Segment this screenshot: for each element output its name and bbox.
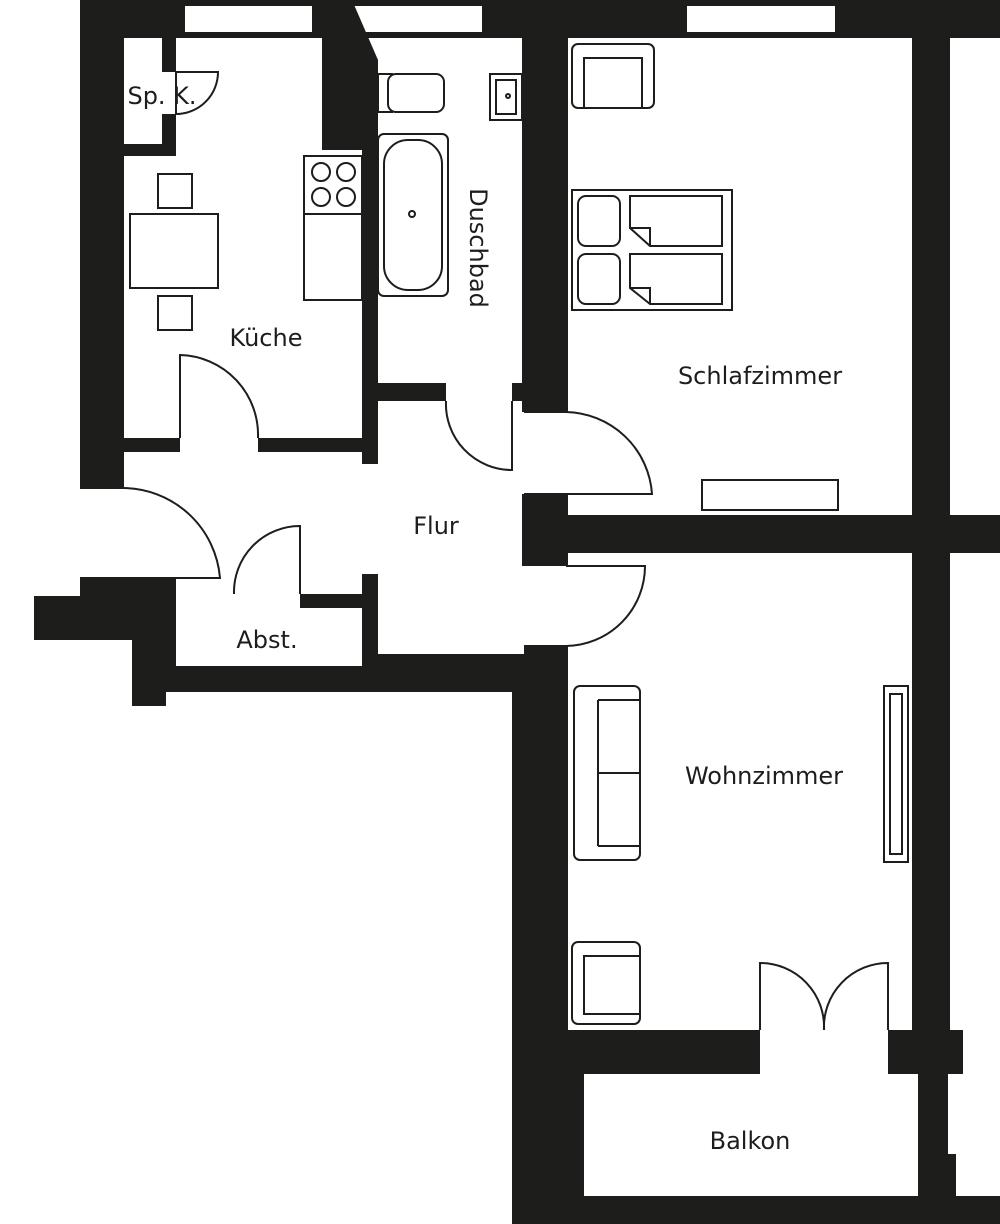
room-labels: Sp. K. Küche Duschbad Schlafzimmer Flur … — [127, 82, 843, 1155]
room-label-abstellraum: Abst. — [236, 626, 297, 654]
balcony-door — [759, 961, 889, 1031]
toilet-bowl — [387, 73, 445, 113]
bedroom-dresser — [701, 479, 839, 511]
kitchen-door — [179, 353, 260, 439]
sideboard — [883, 685, 909, 863]
room-label-schlafzimmer: Schlafzimmer — [678, 362, 842, 390]
kitchen-table — [129, 213, 219, 289]
kitchen-chair — [157, 173, 193, 209]
room-label-flur: Flur — [413, 512, 459, 540]
room-label-speisekammer: Sp. K. — [127, 82, 196, 110]
furniture — [129, 43, 909, 1025]
storage-door — [232, 524, 301, 595]
kitchen-chair — [157, 295, 193, 331]
room-label-duschbad: Duschbad — [464, 188, 492, 308]
bathtub — [377, 133, 449, 297]
room-label-balkon: Balkon — [710, 1127, 791, 1155]
stove — [303, 155, 363, 215]
pantry-door — [175, 71, 220, 115]
double-bed — [571, 189, 733, 311]
walls — [34, 0, 1000, 1224]
room-label-kueche: Küche — [230, 324, 303, 352]
entrance-door — [80, 486, 222, 579]
room-label-wohnzimmer: Wohnzimmer — [685, 762, 843, 790]
bathroom-door — [444, 400, 513, 472]
bedroom-door — [524, 411, 654, 495]
living-room-door — [524, 565, 647, 647]
doors — [80, 71, 889, 1031]
living-armchair — [571, 941, 641, 1025]
